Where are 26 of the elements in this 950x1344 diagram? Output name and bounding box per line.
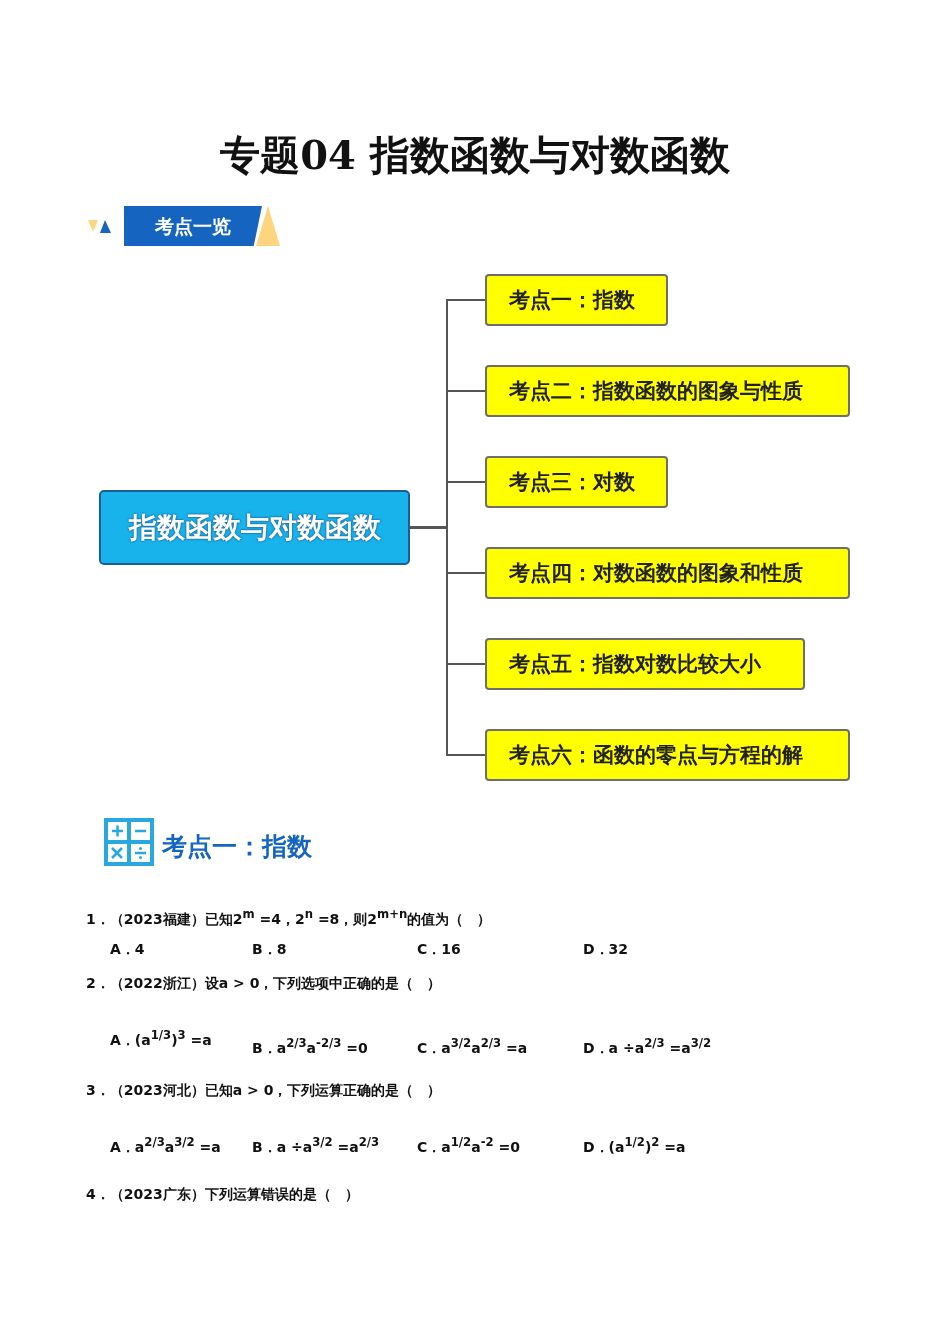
- subtopic-box: 考点五：指数对数比较大小: [485, 638, 805, 690]
- answer-option: B．a$^{2/3}$a$^{-2/3}$ =0: [252, 1036, 368, 1058]
- answer-option: C．16: [417, 941, 461, 959]
- answer-option: A．a$^{2/3}$a$^{3/2}$ =a: [110, 1135, 221, 1157]
- question-text: 2．（2022浙江）设a > 0，下列选项中正确的是（ ）: [86, 975, 442, 993]
- section-badge: 考点一览: [124, 206, 262, 246]
- subtopic-box: 考点六：函数的零点与方程的解: [485, 729, 850, 781]
- answer-option: D．(a$^{1/2}$)$^{2}$ =a: [583, 1135, 686, 1157]
- question-text: 1．（2023福建）已知2$^{m}$ =4，2$^{n}$ =8，则2$^{m+n}$的值为（ ）: [86, 907, 492, 929]
- answer-option: C．a$^{1/2}$a$^{-2}$ =0: [417, 1135, 520, 1157]
- subtopic-box: 考点三：对数: [485, 456, 668, 508]
- answer-option: A．4: [110, 941, 145, 959]
- answer-option: D．a ÷a$^{2/3}$ =a$^{3/2}$: [583, 1036, 712, 1058]
- question-text: 3．（2023河北）已知a > 0，下列运算正确的是（ ）: [86, 1082, 442, 1100]
- answer-option: D．32: [583, 941, 629, 959]
- answer-option: C．a$^{3/2}$a$^{2/3}$ =a: [417, 1036, 528, 1058]
- answer-option: B．8: [252, 941, 287, 959]
- subtopic-box: 考点二：指数函数的图象与性质: [485, 365, 850, 417]
- answer-option: A．(a$^{1/3}$)$^{3}$ =a: [110, 1028, 212, 1050]
- question-text: 4．（2023广东）下列运算错误的是（ ）: [86, 1186, 359, 1204]
- subtopic-box: 考点一：指数: [485, 274, 668, 326]
- topic-box: 指数函数与对数函数: [99, 490, 410, 565]
- subtopic-box: 考点四：对数函数的图象和性质: [485, 547, 850, 599]
- title: 专题04 指数函数与对数函数: [219, 130, 731, 180]
- section-heading: 考点一：指数: [162, 831, 312, 863]
- answer-option: B．a ÷a$^{3/2}$ =a$^{2/3}$: [252, 1135, 380, 1157]
